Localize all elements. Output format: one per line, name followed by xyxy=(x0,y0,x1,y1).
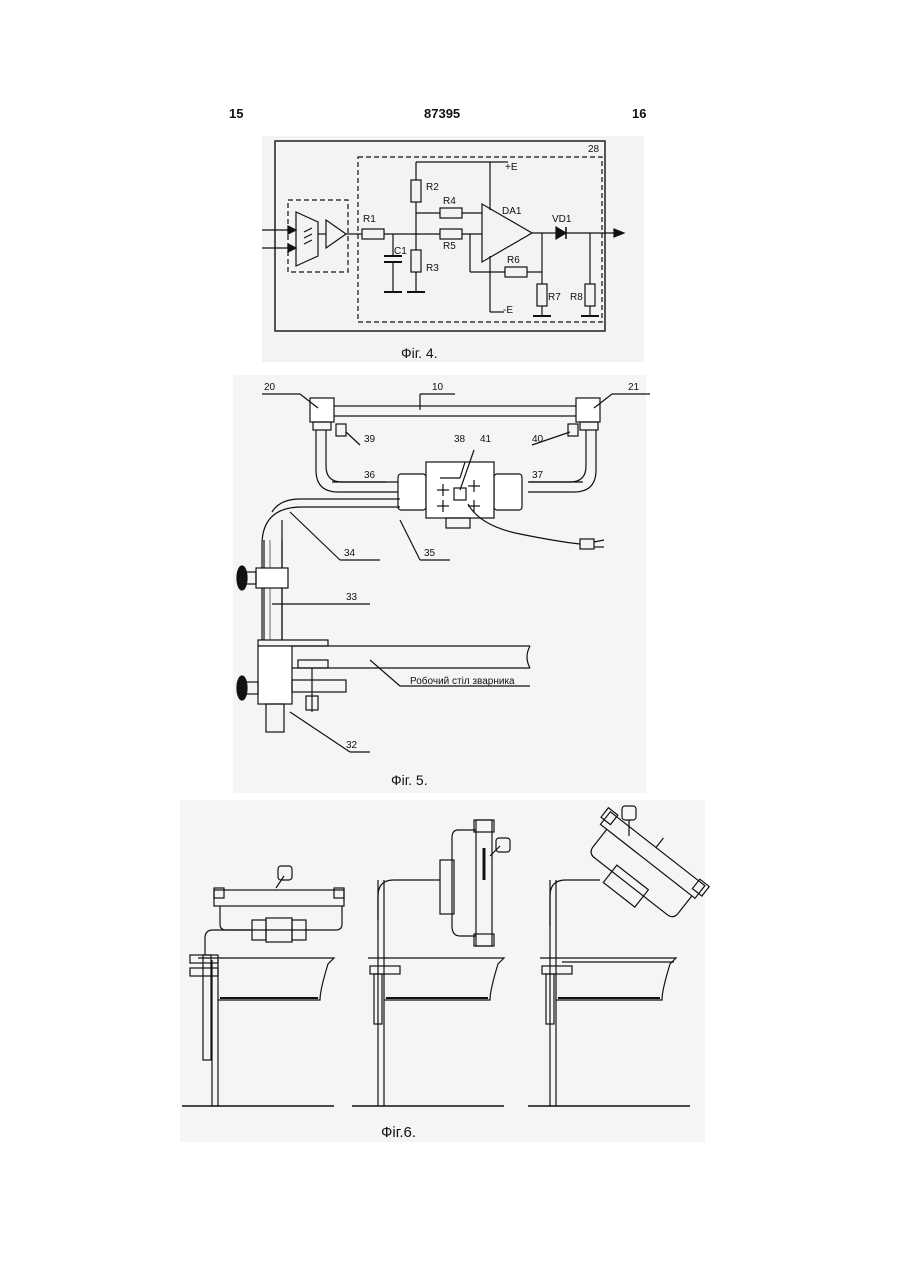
fig4-label-r1: R1 xyxy=(363,214,376,225)
figure-6-drawing xyxy=(180,800,715,1142)
fig5-callout-39: 39 xyxy=(364,434,376,445)
fig4-label-vd1: VD1 xyxy=(552,214,572,225)
fig4-label-c1: C1 xyxy=(394,246,407,257)
fig5-callout-33: 33 xyxy=(346,592,358,603)
fig5-caption: Фіг. 5. xyxy=(391,772,428,788)
fig5-callout-37: 37 xyxy=(532,470,544,481)
fig4-label-r4: R4 xyxy=(443,196,456,207)
fig4-label-r5: R5 xyxy=(443,241,456,252)
fig5-callout-41: 41 xyxy=(480,434,492,445)
fig5-callout-34: 34 xyxy=(344,548,356,559)
fig5-callout-40: 40 xyxy=(532,434,544,445)
fig5-callout-35: 35 xyxy=(424,548,436,559)
fig4-label-plus-e: +E xyxy=(505,162,518,173)
fig4-label-r3: R3 xyxy=(426,263,439,274)
fig5-callout-36: 36 xyxy=(364,470,376,481)
fig5-table-label: Робочий стіл зварника xyxy=(410,675,515,687)
fig5-callout-20: 20 xyxy=(264,382,276,393)
fig5-callout-10: 10 xyxy=(432,382,444,393)
figure-5-drawing xyxy=(233,375,650,793)
fig4-label-r6: R6 xyxy=(507,255,520,266)
fig5-callout-21: 21 xyxy=(628,382,640,393)
fig5-callout-38: 38 xyxy=(454,434,466,445)
fig6-caption: Фіг.6. xyxy=(381,1124,416,1141)
fig4-block-label: 28 xyxy=(588,144,600,155)
fig5-callout-32: 32 xyxy=(346,740,358,751)
fig4-label-r8: R8 xyxy=(570,292,583,303)
fig4-caption: Фіг. 4. xyxy=(401,345,438,361)
fig4-label-r7: R7 xyxy=(548,292,561,303)
fig4-label-da1: DA1 xyxy=(502,206,522,217)
fig4-label-minus-e: -E xyxy=(503,305,513,316)
fig4-label-r2: R2 xyxy=(426,182,439,193)
